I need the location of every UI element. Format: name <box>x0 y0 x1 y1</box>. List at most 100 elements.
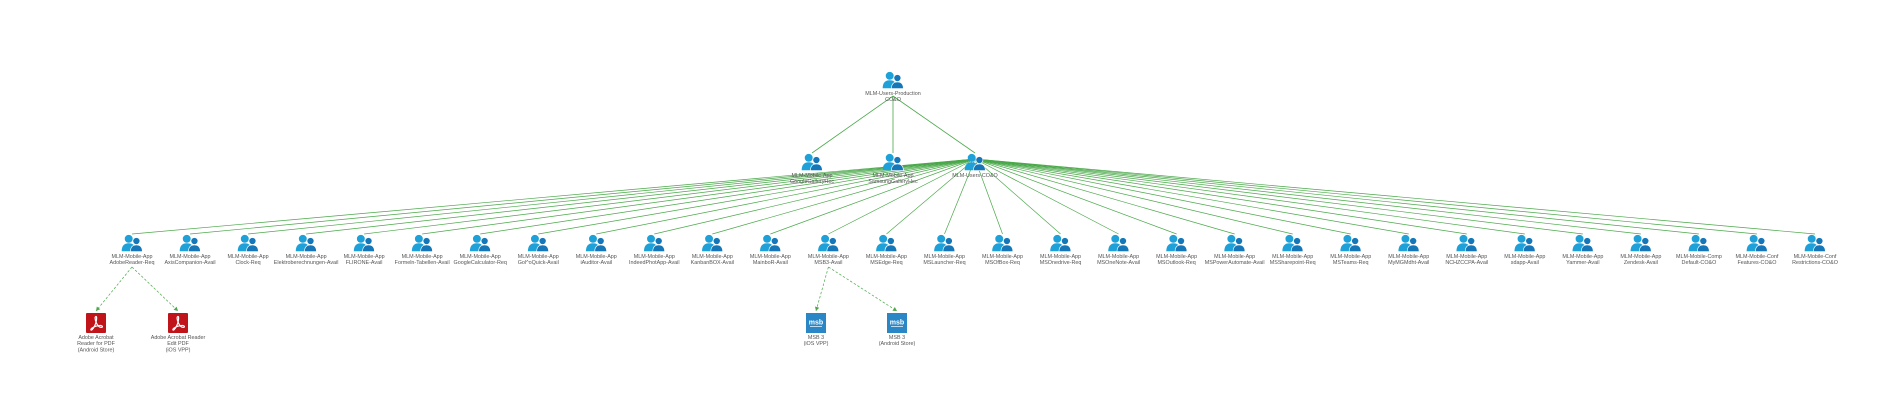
arrowhead-a2 <box>814 306 820 311</box>
node-label-line: MLM-Mobile-App <box>692 254 733 260</box>
node-label-line: MLM-Mobile-App <box>1620 254 1661 260</box>
node-label-line: MLM-Mobile-App <box>1330 254 1371 260</box>
node-label-line: (Android Store) <box>879 341 916 347</box>
node-label-line: MLM-Mobile-App <box>170 254 211 260</box>
node-label-line: MSOneNote-Avail <box>1097 260 1140 266</box>
node-label-line: MLM-Users-CO&O <box>952 173 998 179</box>
node-label-line: FLIRONE-Avail <box>346 260 383 266</box>
user-group-icon <box>643 234 665 252</box>
user-group-icon <box>585 234 607 252</box>
node-label-line: MLM-Mobile-App <box>460 254 501 260</box>
node-label-line: MLM-Mobile-App <box>402 254 443 260</box>
node-label-line: MLM-Mobile-App <box>1446 254 1487 260</box>
node-label-line: MSSharepoint-Req <box>1270 260 1316 266</box>
node-label-line: MLM-Mobile-App <box>866 254 907 260</box>
user-group-icon <box>1804 234 1826 252</box>
edge-hub-to-g5 <box>422 158 976 235</box>
user-group-icon <box>1746 234 1768 252</box>
user-group-icon <box>527 234 549 252</box>
edge-hub-to-g6 <box>480 158 976 235</box>
msb-icon: msb <box>806 313 826 333</box>
node-label-line: MLM-Mobile-App <box>344 254 385 260</box>
node-label-line: Features-CO&O <box>1737 260 1776 266</box>
arrowhead-a3 <box>892 306 897 311</box>
node-label-line: MLM-Mobile-App <box>1214 254 1255 260</box>
edge-hub-to-g10 <box>712 158 976 235</box>
arrowhead-a1 <box>173 306 178 311</box>
edge-hub-to-g11 <box>770 158 976 235</box>
edge-hub-to-g0 <box>131 158 976 235</box>
edge-hub-to-g2 <box>248 158 976 235</box>
node-label-line: MLM-Mobile-App <box>1388 254 1429 260</box>
msb-icon: msb <box>887 313 907 333</box>
user-group-icon <box>1223 234 1246 252</box>
user-group-icon <box>991 234 1014 252</box>
node-label-line: MLM-Mobile-App <box>982 254 1023 260</box>
user-group-icon <box>1688 234 1710 252</box>
node-label-line: SamsungGalleryHec <box>868 179 918 185</box>
edge-hub-to-g27 <box>974 158 1699 235</box>
user-group-icon <box>353 234 375 252</box>
edge-hub-to-g23 <box>974 158 1467 235</box>
node-t2c[interactable]: MLM-Users-CO&O <box>952 153 998 179</box>
node-label-line: Elektroberechnungen-Avail <box>274 260 339 266</box>
node-label-line: MSPowerAutomate-Avail <box>1205 260 1265 266</box>
node-label-line: MLM-Mobile-App <box>1562 254 1603 260</box>
user-group-icon <box>875 234 898 252</box>
node-label-line: MSB 3 <box>808 335 824 341</box>
node-label-line: MLM-Mobile-Comp <box>1676 254 1722 260</box>
node-label-line: (iOS VPP) <box>804 341 829 347</box>
edge-hub-to-g28 <box>974 158 1757 235</box>
edge-hub-to-g3 <box>306 158 976 235</box>
edge-hub-to-g24 <box>974 158 1525 235</box>
user-group-icon <box>411 234 433 252</box>
node-label-line: NCHZCCPA-Avail <box>1445 260 1488 266</box>
node-label-line: MSOfBox-Req <box>985 260 1020 266</box>
node-label-line: MLM-Mobile-Conf <box>1736 254 1779 260</box>
node-label-line: MLM-Mobile-App <box>228 254 269 260</box>
node-label-line: MSOutlook-Req <box>1157 260 1195 266</box>
node-label-line: MLM-Mobile-App <box>808 254 849 260</box>
svg-text:msb: msb <box>809 320 823 327</box>
node-label-line: MLM-Mobile-App <box>1156 254 1197 260</box>
node-label-line: MLM-Mobile-App <box>286 254 327 260</box>
